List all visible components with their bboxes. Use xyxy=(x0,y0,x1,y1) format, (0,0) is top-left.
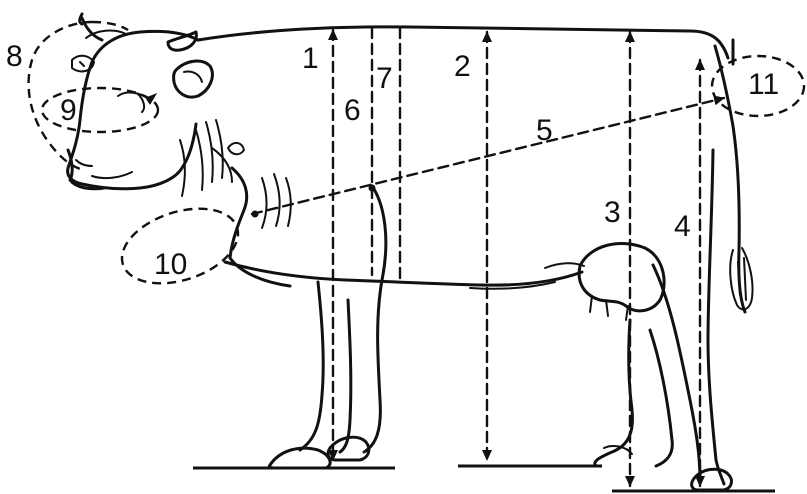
label-7: 7 xyxy=(376,62,393,95)
label-2: 2 xyxy=(454,50,471,83)
label-6: 6 xyxy=(344,94,361,127)
label-4: 4 xyxy=(674,210,691,243)
measurement-lines xyxy=(252,28,733,486)
label-11: 11 xyxy=(748,68,779,101)
label-1: 1 xyxy=(302,42,319,75)
label-3: 3 xyxy=(604,196,621,229)
measure-loop-10 xyxy=(112,195,247,297)
label-8: 8 xyxy=(6,40,23,73)
label-9: 9 xyxy=(60,94,77,127)
label-5: 5 xyxy=(536,114,553,147)
label-10: 10 xyxy=(154,248,187,281)
measurement-labels: 1 2 3 4 5 6 7 8 9 10 11 xyxy=(6,40,779,281)
dashed-outlines xyxy=(29,22,804,297)
